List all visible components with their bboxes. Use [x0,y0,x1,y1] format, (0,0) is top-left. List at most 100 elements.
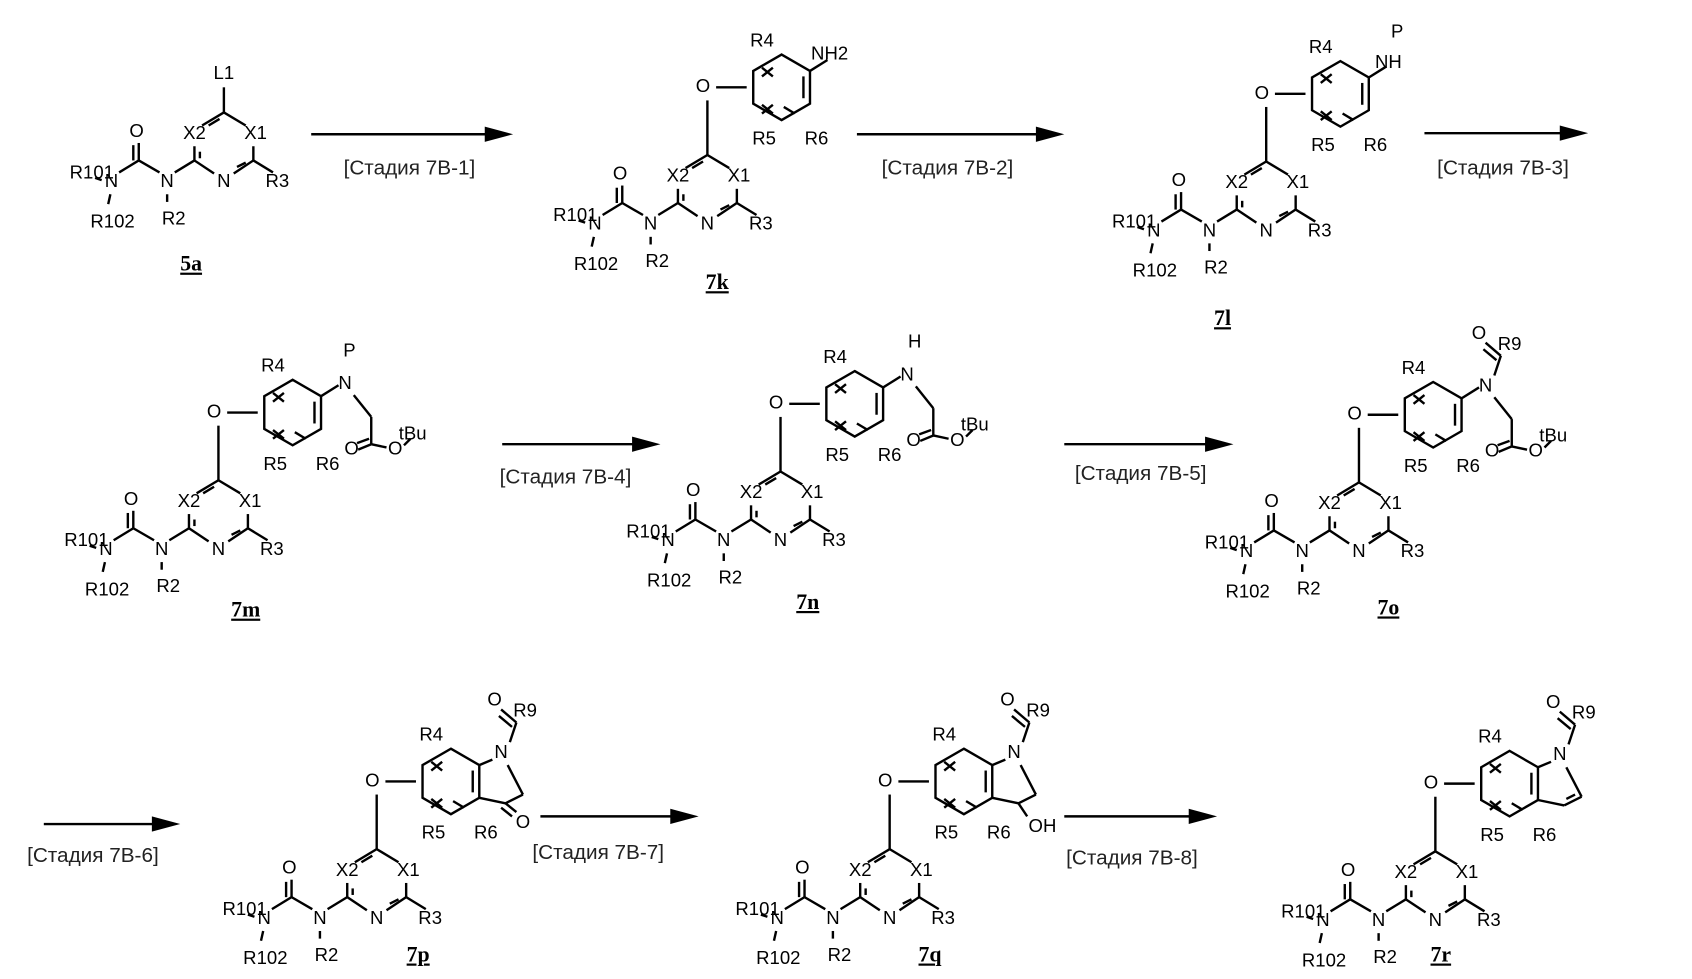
atom-label-r6: R6 [1533,824,1557,845]
atom-label-n: N [900,363,913,384]
atom-label-x1: X1 [397,859,420,880]
ether-oxygen-label: O [696,75,710,96]
bond-line [169,528,189,540]
carbonyl-oxygen-label: O [1341,859,1355,880]
bond-line [805,897,826,909]
bond-line [774,931,776,941]
atom-label-tbu: tBu [961,414,989,435]
bond-line [1021,765,1036,794]
bond-line [1320,933,1322,943]
ether-oxygen-label: O [207,400,221,421]
compound-label: 5a [180,252,202,276]
compound-7k: X2X1NR3NR2ONR101R102OR4R5R6NH27k [553,29,848,294]
atom-label-r102: R102 [1133,260,1177,281]
compound-7n: X2X1NR3NR2ONR101R102OR4R5R6NHOOtBu7n [626,331,988,614]
indole-nitrogen-label: N [1007,741,1020,762]
atom-label-x2: X2 [667,165,690,186]
compound-label: 7p [407,943,430,967]
atom-label-x1: X1 [728,165,751,186]
atom-label-x2: X2 [1395,861,1418,882]
ether-oxygen-label: O [1424,772,1438,793]
atom-label-r102: R102 [90,211,134,232]
atom-label-r2: R2 [315,944,339,965]
ether-oxygen-label: O [365,769,379,790]
compound-label: 7o [1378,595,1400,619]
compound-7q: X2X1NR3NR2ONR101R102OR4R5R6NOR9OH7q [735,689,1056,969]
ester-carbonyl-oxygen-label: O [344,438,358,459]
atom-label-r101: R101 [626,521,670,542]
atom-label-p: P [343,339,355,360]
atom-label-x2: X2 [1225,171,1248,192]
bond-line [1217,210,1237,222]
reaction-arrow-step-4: [Стадия 7B-4] [500,437,661,489]
atom-label-r2: R2 [1297,577,1321,598]
reaction-arrow-step-7: [Стадия 7B-7] [532,809,698,864]
bond-line [1237,210,1257,223]
bond-line [1359,482,1381,495]
bond-line [292,897,313,909]
urea-nitrogen-label: N [644,213,657,234]
atom-label-x2: X2 [178,490,201,511]
double-bond-line [784,107,795,114]
benzene-ring [264,380,321,445]
atom-label-r2: R2 [828,944,852,965]
bond-line [1310,530,1330,542]
atom-label-x2: X2 [740,481,763,502]
ester-carbonyl-oxygen-label: O [1485,440,1499,461]
bond-line [992,760,1005,765]
atom-label-p: P [1391,21,1403,42]
bond-line [1406,899,1426,912]
bond-line [1274,530,1295,542]
atom-label-r101: R101 [222,898,266,919]
double-bond-line [1566,795,1575,799]
atom-label-r5: R5 [263,453,287,474]
atom-label-r4: R4 [1478,726,1502,747]
arrow-head [632,437,660,452]
bond-line [371,444,386,447]
atom-label-x1: X1 [1287,171,1310,192]
step-label: [Стадия 7B-6] [27,844,159,867]
bond-line [1499,446,1512,451]
compound-label: 7q [919,943,942,967]
compound-label: 7r [1431,943,1452,967]
atom-label-x1: X1 [239,490,262,511]
double-bond-line [501,808,512,817]
atom-label-r4: R4 [932,724,956,745]
atom-label-r102: R102 [574,253,618,274]
atom-label-x1: X1 [244,122,267,143]
urea-nitrogen-label: N [717,529,730,550]
arrow-head [485,127,513,142]
double-bond-line [295,432,306,439]
atom-label-n: N [1479,374,1492,395]
bond-line [508,765,523,794]
bond-line [194,160,214,173]
urea-nitrogen-label: N [826,907,839,928]
arrow-head [670,809,698,824]
bond-line [1386,899,1406,911]
bond-line [139,160,160,172]
bond-line [1181,210,1202,222]
urea-nitrogen-label: N [313,907,326,928]
atom-label-r101: R101 [64,529,108,550]
bond-line [1018,795,1035,804]
atom-label-r101: R101 [1205,531,1249,552]
atom-label-r102: R102 [1302,949,1346,970]
atom-label-r2: R2 [1204,256,1228,277]
ring-nitrogen-label: N [1352,540,1365,561]
bond-line [321,385,338,396]
atom-label-x2: X2 [183,122,206,143]
atom-label-r2: R2 [1373,946,1397,967]
bond-line [603,203,623,215]
atom-label-x1: X1 [1456,861,1479,882]
atom-label-r3: R3 [1477,909,1501,930]
atom-label-r5: R5 [825,444,849,465]
atom-label-r3: R3 [1401,540,1425,561]
atom-label-r4: R4 [261,355,285,376]
atom-label-r3: R3 [931,907,955,928]
arrow-head [1560,126,1588,141]
bond-line [1018,803,1027,816]
atom-label-x1: X1 [801,481,824,502]
urea-nitrogen-label: N [1203,219,1216,240]
acyl-oxygen-label: O [1000,689,1014,710]
ring-nitrogen-label: N [1259,219,1272,240]
